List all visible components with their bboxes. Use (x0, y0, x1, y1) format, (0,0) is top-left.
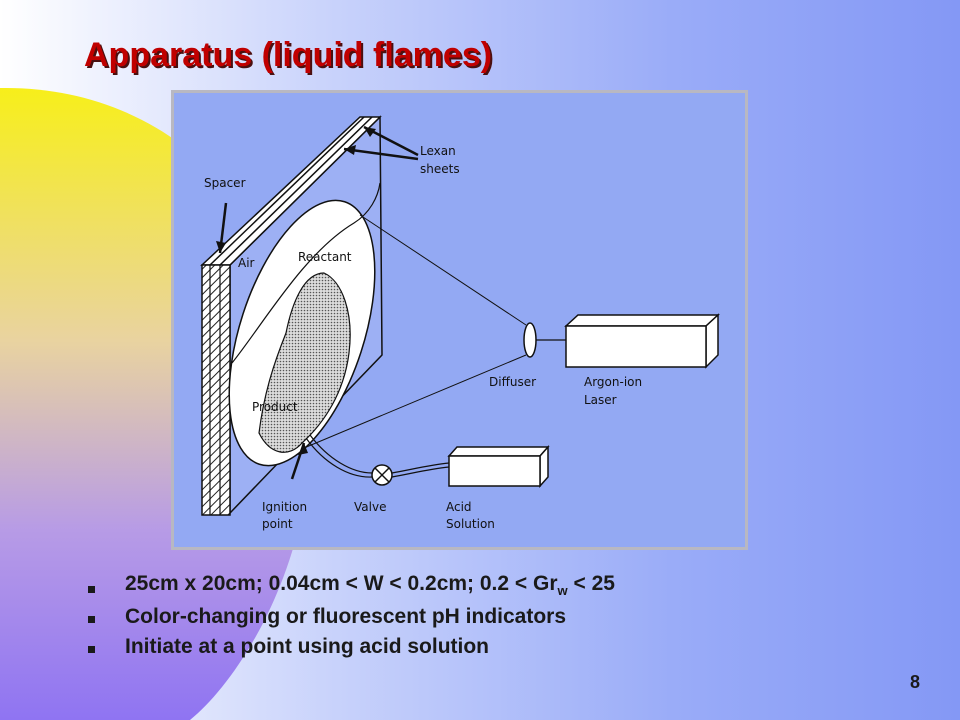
acid-solution-container (447, 445, 550, 488)
label-valve: Valve (354, 500, 386, 514)
label-reactant: Reactant (298, 250, 352, 264)
label-lexan-sheets-1: Lexan (420, 144, 456, 158)
bullet-text: Color-changing or fluorescent pH indicat… (125, 605, 567, 628)
bullet-text: Initiate at a point using acid solution (125, 635, 490, 658)
product-region (258, 272, 351, 453)
label-ignition-1: Ignition (262, 500, 307, 514)
bullet-icon (88, 645, 95, 653)
diffuser (523, 322, 537, 358)
bullet-text: 25cm x 20cm; 0.04cm < W < 0.2cm; 0.2 < G… (125, 571, 615, 598)
list-item: Color-changing or fluorescent pH indicat… (88, 602, 615, 632)
label-acid-2: Solution (446, 517, 495, 531)
label-laser-2: Laser (584, 393, 617, 407)
label-spacer: Spacer (204, 176, 246, 190)
page-number: 8 (910, 672, 921, 692)
label-diffuser: Diffuser (489, 375, 536, 389)
argon-ion-laser (564, 313, 720, 369)
list-item: Initiate at a point using acid solution (88, 632, 615, 662)
bullet-icon (88, 615, 95, 623)
interface-line (231, 182, 381, 364)
bullet-list: 25cm x 20cm; 0.04cm < W < 0.2cm; 0.2 < G… (88, 572, 615, 662)
label-laser-1: Argon-ion (584, 375, 642, 389)
bullet-icon (88, 585, 95, 593)
list-item: 25cm x 20cm; 0.04cm < W < 0.2cm; 0.2 < G… (88, 572, 615, 602)
label-air: Air (238, 256, 255, 270)
apparatus-diagram: Lexan sheets Spacer Air Reactant Product… (171, 90, 748, 550)
label-product: Product (252, 400, 298, 414)
apparatus-drawing: Lexan sheets Spacer Air Reactant Product… (200, 115, 720, 531)
valve (371, 464, 393, 486)
spacer-strip (201, 264, 231, 516)
label-ignition-2: point (262, 517, 293, 531)
label-acid-1: Acid (446, 500, 472, 514)
label-lexan-sheets-2: sheets (420, 162, 460, 176)
slide-title: Apparatus (liquid flames) (84, 36, 493, 74)
